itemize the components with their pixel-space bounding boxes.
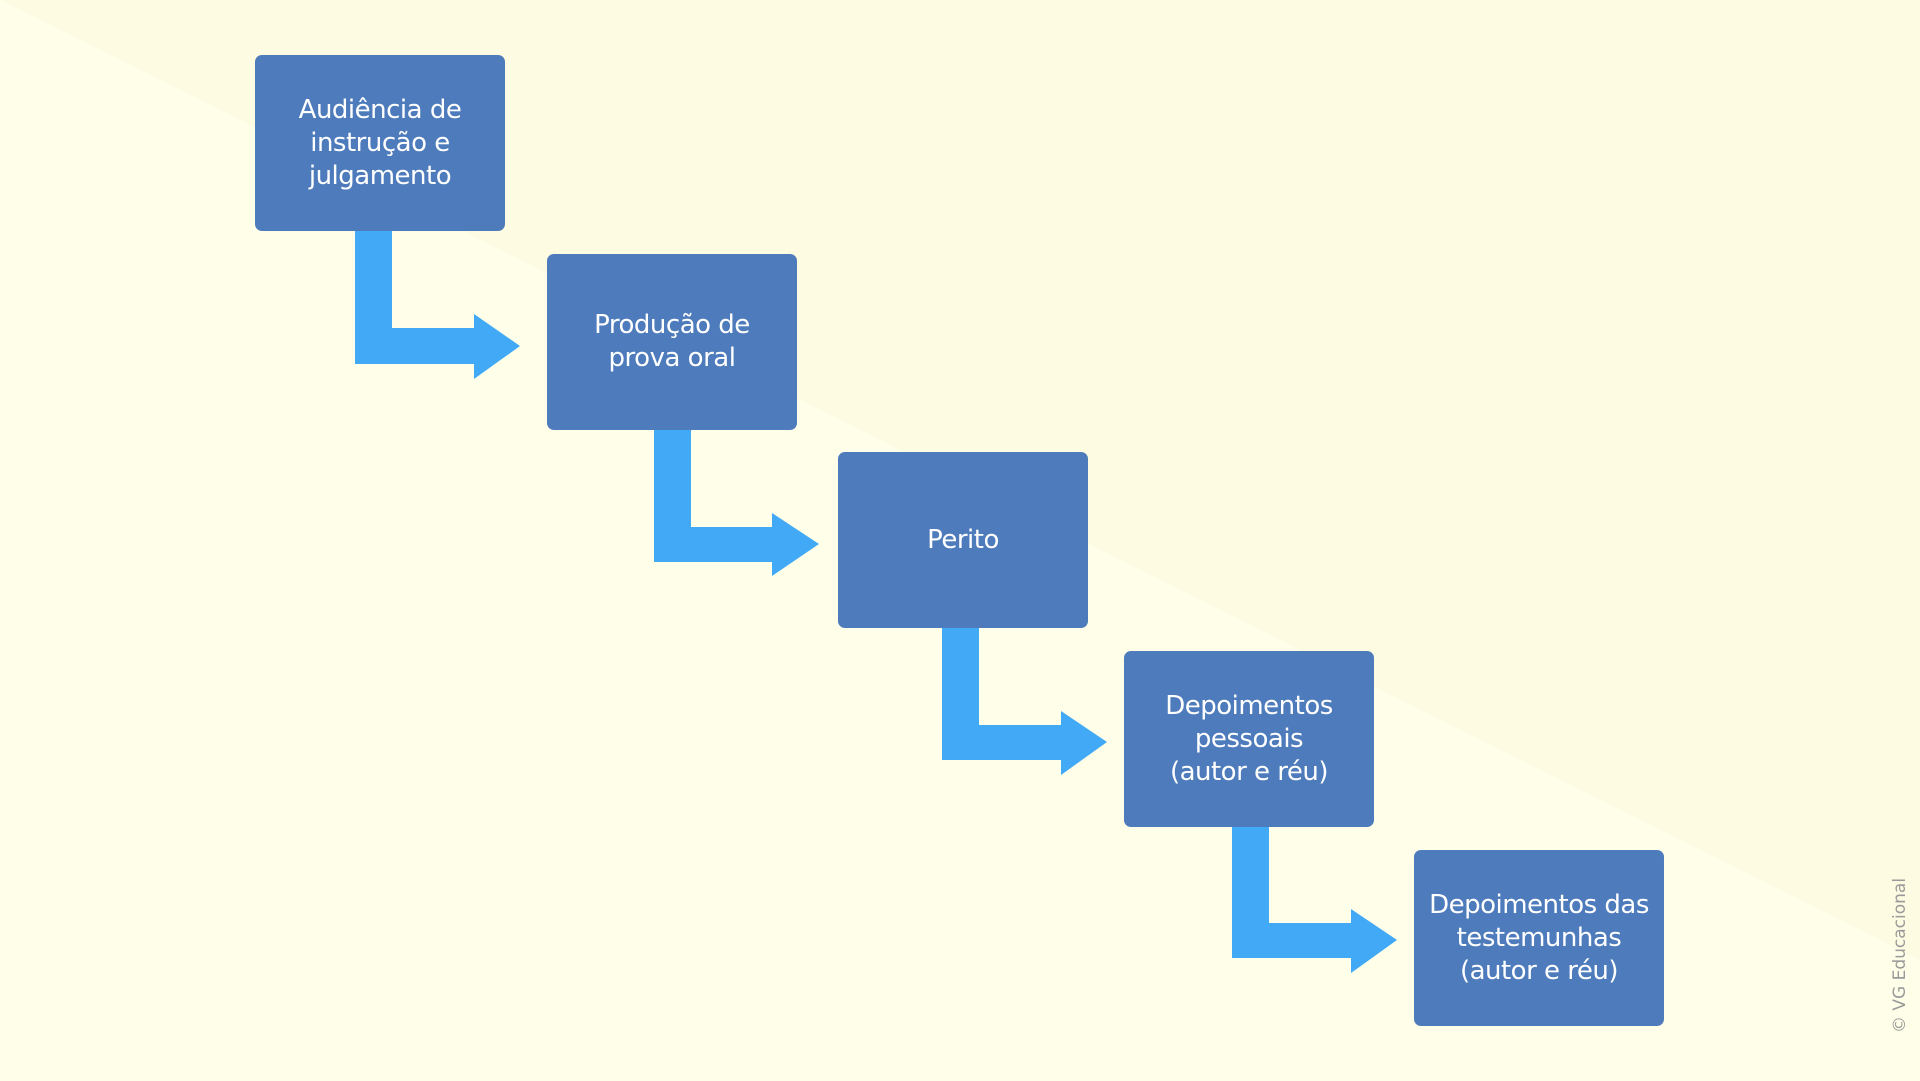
step-label: Produção de prova oral [594,310,750,373]
step-depoimentos-testemunhas: Depoimentos das testemunhas (autor e réu… [1414,850,1664,1026]
step-label: Depoimentos das testemunhas (autor e réu… [1429,889,1649,986]
elbow-arrow-icon [355,231,520,379]
step-perito: Perito [838,452,1088,628]
copyright-credit: © VG Educacional [1890,877,1910,1033]
elbow-arrow-icon [654,430,819,576]
elbow-arrow-icon [942,628,1107,775]
step-audiencia: Audiência de instrução e julgamento [255,55,505,231]
step-label: Audiência de instrução e julgamento [298,94,462,191]
step-label: Perito [927,524,999,555]
elbow-arrow-icon [1232,826,1397,973]
step-producao-prova-oral: Produção de prova oral [547,254,797,430]
step-label: Depoimentos pessoais (autor e réu) [1165,690,1333,787]
step-depoimentos-pessoais: Depoimentos pessoais (autor e réu) [1124,651,1374,827]
